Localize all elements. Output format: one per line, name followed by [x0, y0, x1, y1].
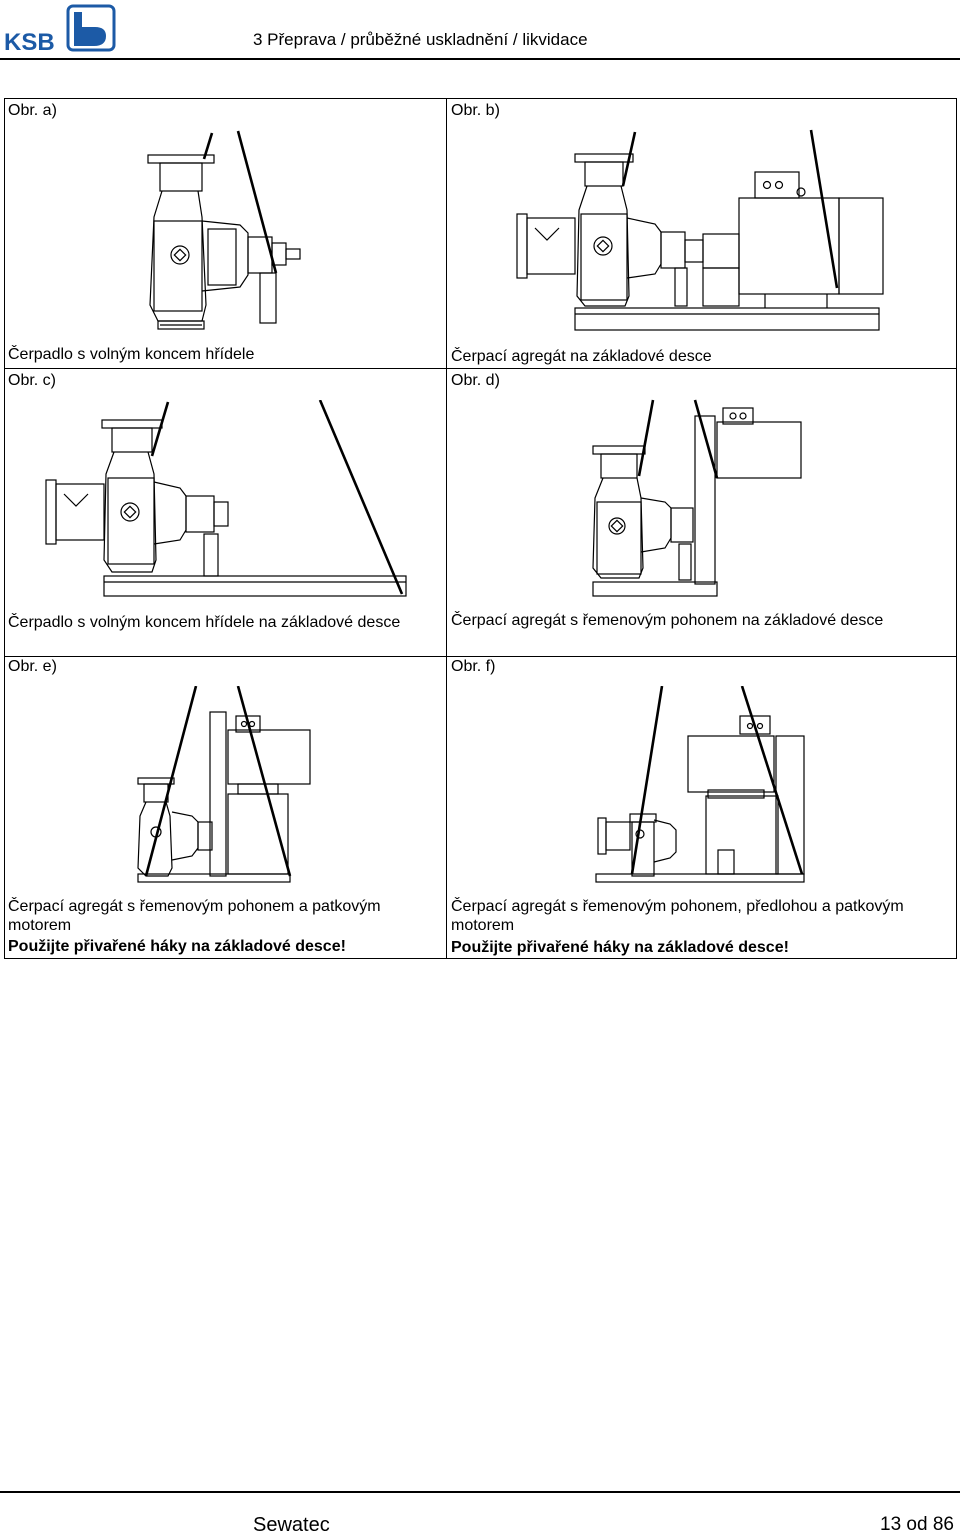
- figure-e-warning: Použijte přivařené háky na základové des…: [8, 938, 346, 955]
- svg-text:KSB: KSB: [4, 29, 55, 54]
- page-section-title: 3 Přeprava / průběžné uskladnění / likvi…: [253, 30, 588, 49]
- figure-c-drawing: [44, 400, 410, 600]
- figure-b-caption: Čerpací agregát na základové desce: [451, 348, 712, 365]
- figure-a-caption: Čerpadlo s volným koncem hřídele: [8, 346, 255, 363]
- figure-f-caption: Čerpací agregát s řemenovým pohonem, pře…: [451, 898, 904, 934]
- figure-d-drawing: [585, 398, 807, 598]
- figure-table: [4, 98, 957, 959]
- ksb-logo: KSB: [2, 2, 118, 56]
- figure-e-label: Obr. e): [8, 658, 57, 675]
- header-divider: [0, 58, 960, 60]
- table-row-divider: [4, 656, 957, 657]
- figure-b-label: Obr. b): [451, 102, 500, 119]
- page-number: 13 od 86: [880, 1514, 954, 1535]
- figure-b-drawing: [515, 128, 885, 333]
- figure-f-drawing: [590, 686, 810, 886]
- footer-brand: Sewatec: [253, 1514, 330, 1536]
- figure-d-label: Obr. d): [451, 372, 500, 389]
- figure-d-caption: Čerpací agregát s řemenovým pohonem na z…: [451, 612, 884, 629]
- figure-c-label: Obr. c): [8, 372, 57, 389]
- figure-e-caption: Čerpací agregát s řemenovým pohonem a pa…: [8, 898, 381, 934]
- figure-f-warning: Použijte přivařené háky na základové des…: [451, 939, 789, 956]
- figure-e-drawing: [132, 686, 316, 886]
- footer-divider: [0, 1491, 960, 1493]
- figure-f-label: Obr. f): [451, 658, 496, 675]
- table-row-divider: [4, 368, 957, 369]
- table-column-divider: [446, 98, 447, 959]
- figure-a-drawing: [140, 125, 310, 335]
- figure-a-label: Obr. a): [8, 102, 57, 119]
- figure-c-caption: Čerpadlo s volným koncem hřídele na zákl…: [8, 614, 401, 631]
